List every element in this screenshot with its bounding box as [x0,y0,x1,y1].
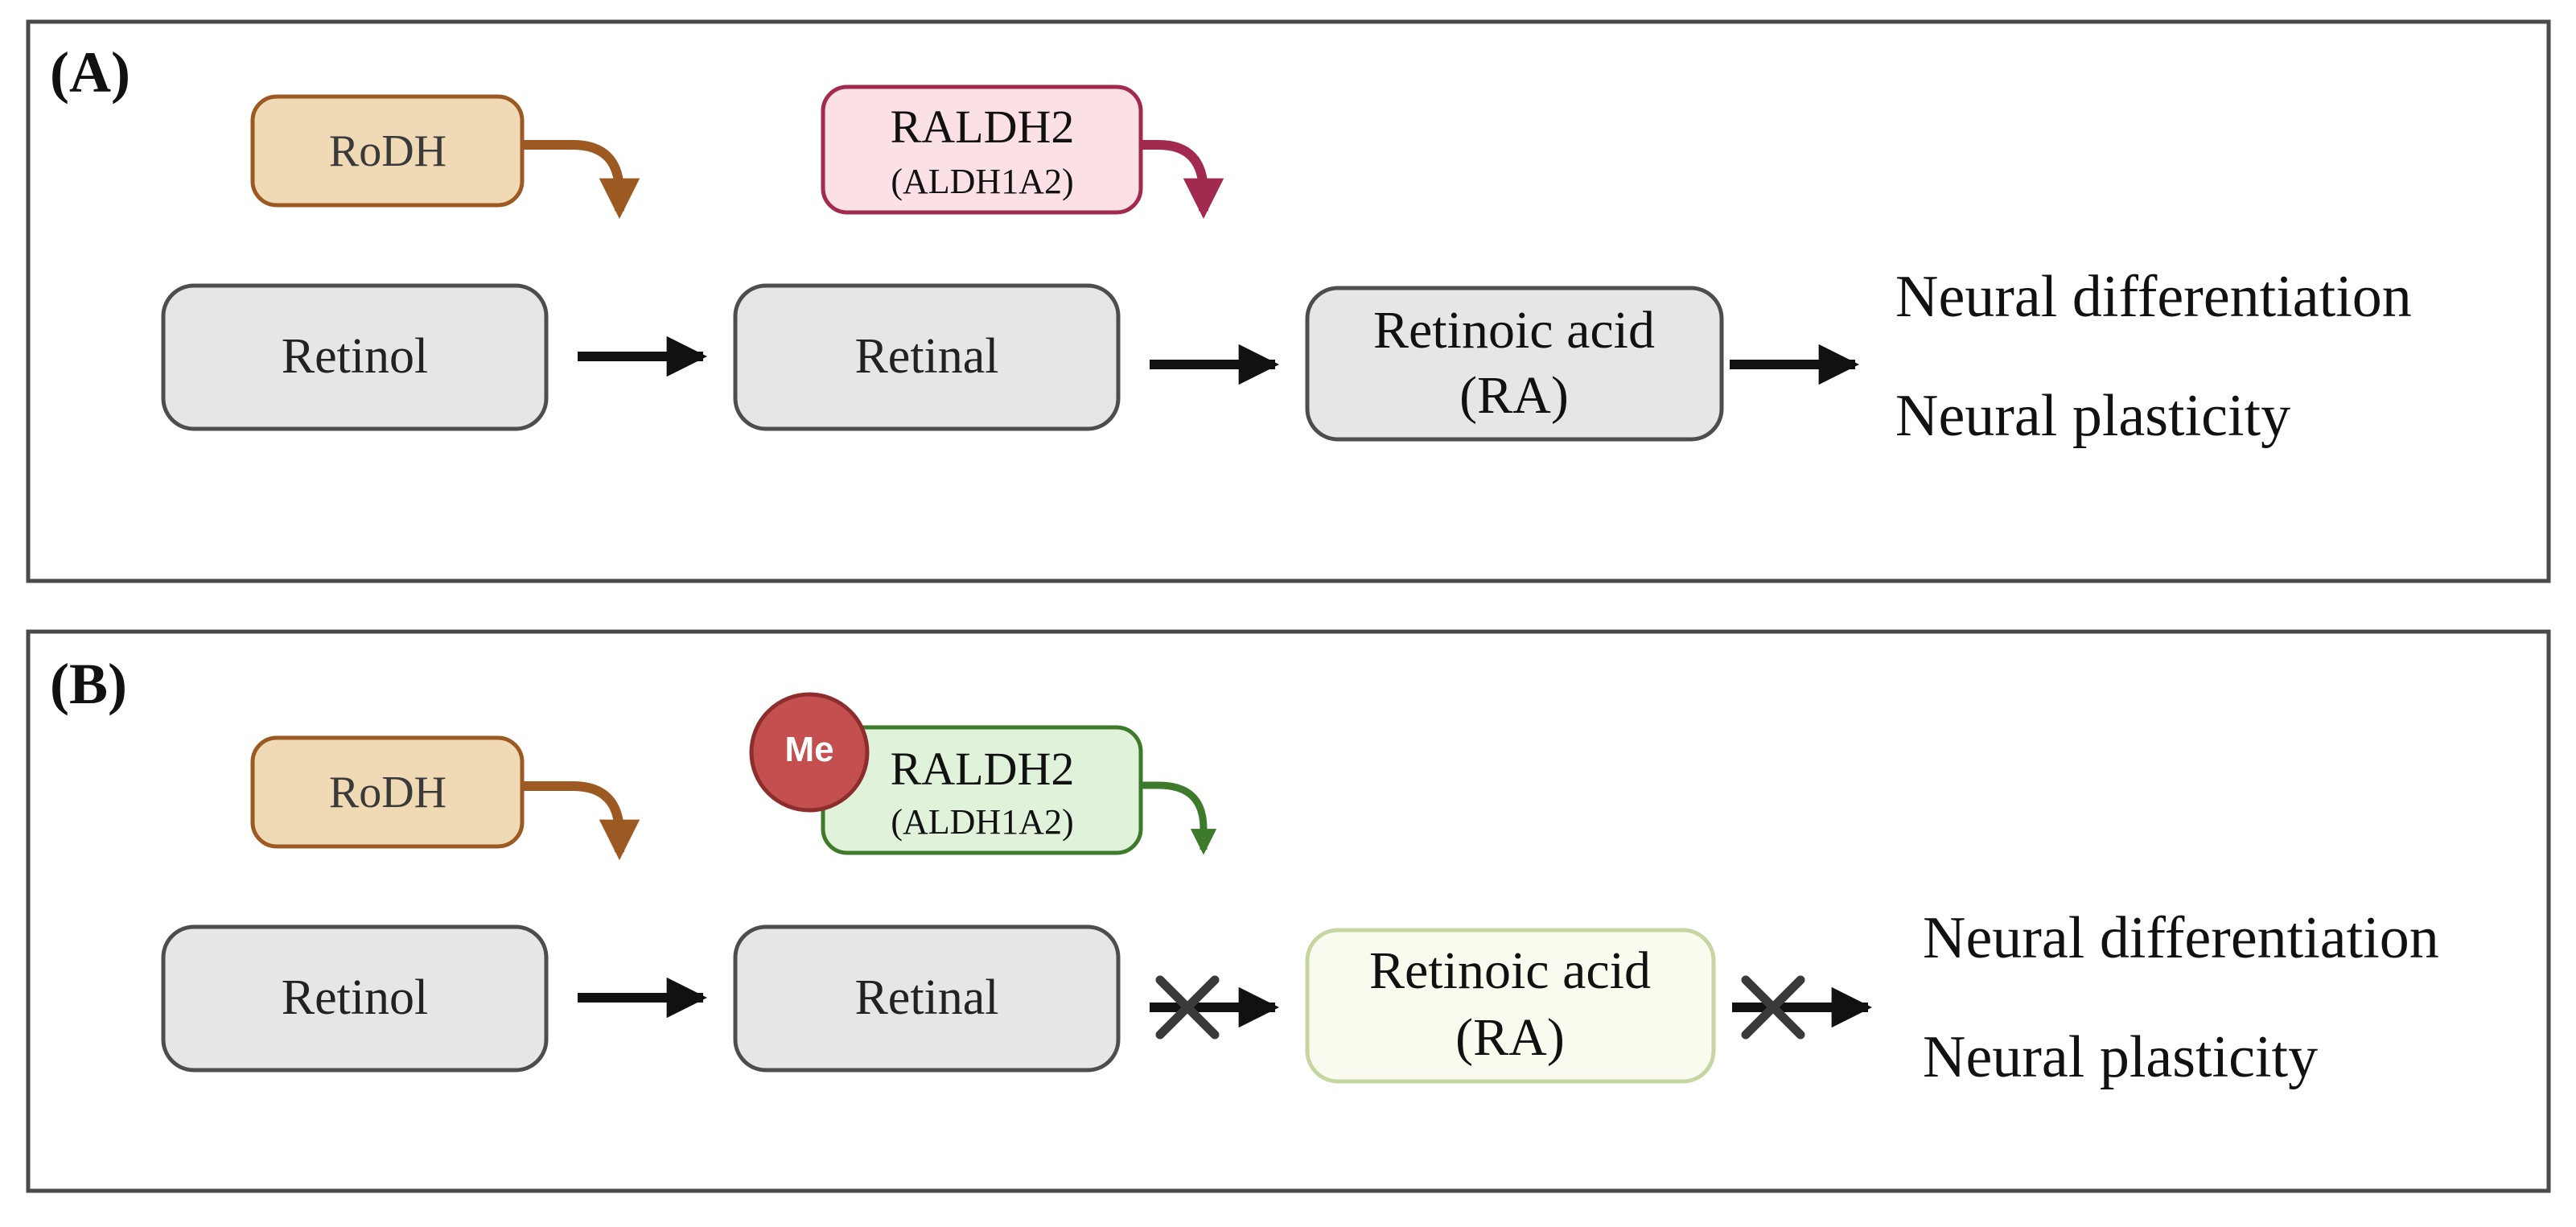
retinol-node [161,283,549,431]
retinal-label: Retinal [854,970,998,1025]
ra-abbrev-label: (RA) [1459,366,1569,425]
retinoic-acid-node [1305,286,1724,442]
rodh-catalysis-arrow [522,781,640,861]
outcome-neural-plasticity: Neural plasticity [1923,1024,2318,1090]
rodh-catalysis-arrow [522,140,640,220]
retinol-label: Retinol [282,970,429,1025]
raldh2-label: RALDH2 [891,101,1075,153]
panel-a-label: (A) [50,40,130,105]
panel-b: (B) RoDH RALDH2 (ALDH1A2) Me Retinol Ret… [26,629,2551,1193]
retinoic-acid-label: Retinoic acid [1369,941,1651,1000]
raldh2-weak-catalysis-arrow [1141,781,1217,855]
retinal-node [733,924,1121,1073]
panel-b-frame [26,629,2551,1193]
raldh2-label: RALDH2 [891,743,1075,795]
methyl-group-badge [749,692,870,813]
panel-a: (A) RoDH RALDH2 (ALDH1A2) Retinol Retina… [26,19,2551,583]
raldh2-catalysis-arrow [1141,140,1224,220]
aldh1a2-label: (ALDH1A2) [891,802,1073,842]
blocked-cross-icon [1155,975,1220,1040]
retinal-label: Retinal [854,329,998,384]
rodh-box [250,735,525,849]
outcome-neural-differentiation: Neural differentiation [1895,264,2412,330]
methyl-label: Me [784,730,833,769]
retinal-node [733,283,1121,431]
panel-b-label: (B) [50,652,127,716]
retinol-label: Retinol [282,329,429,384]
rodh-label: RoDH [329,126,446,176]
aldh1a2-label: (ALDH1A2) [891,162,1073,201]
rodh-label: RoDH [329,768,446,817]
retinol-node [161,924,549,1073]
outcome-neural-differentiation: Neural differentiation [1923,905,2439,971]
outcome-neural-plasticity: Neural plasticity [1895,383,2290,449]
blocked-cross-icon [1741,975,1805,1040]
retinoic-acid-node [1305,928,1716,1084]
retinoic-acid-label: Retinoic acid [1373,301,1655,360]
rodh-box [250,94,525,208]
ra-abbrev-label: (RA) [1455,1008,1565,1067]
